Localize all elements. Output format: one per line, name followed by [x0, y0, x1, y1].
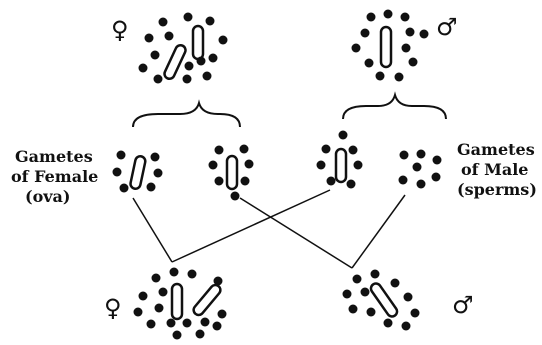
female-gametes-label-line1: Gametes	[15, 147, 93, 166]
line-ovum1-to-offspring1	[132, 197, 173, 263]
male-gametes-label-line2: of Male	[461, 160, 529, 179]
female-gametes-label-line2: of Female	[11, 167, 99, 186]
chromosome-long	[191, 24, 205, 61]
offspring-male-cell	[342, 269, 420, 331]
chromosome-long-tilted	[163, 43, 187, 81]
sperm-1	[316, 130, 363, 189]
female-gametes-label-line3: (ova)	[25, 187, 71, 206]
chromosome-long	[129, 154, 147, 190]
male-gametes-label-line1: Gametes	[457, 140, 535, 159]
female-gametes-label: Gametes of Female (ova)	[11, 147, 98, 207]
parent-female-cell	[138, 12, 228, 84]
right-brace	[342, 91, 447, 120]
male-gametes-label: Gametes of Male (sperms)	[457, 140, 537, 200]
line-sperm1-to-offspring1	[171, 189, 331, 263]
ovum-1	[112, 150, 163, 193]
chromosome-long-tilted	[192, 283, 222, 317]
chromosome-long	[379, 25, 393, 69]
female-symbol-icon: ♀	[104, 294, 122, 322]
offspring-female-cell	[133, 267, 227, 340]
line-ovum2-to-offspring2	[239, 197, 353, 269]
left-brace	[132, 99, 241, 128]
male-symbol-icon: ♂	[436, 13, 458, 41]
parent-male-cell	[351, 9, 429, 82]
male-symbol-icon: ♂	[452, 291, 474, 319]
line-sperm2-to-offspring2	[351, 194, 406, 269]
sperm-2	[398, 149, 442, 189]
ovum-2	[208, 144, 254, 201]
chromosome-long	[334, 147, 348, 184]
chromosome-long	[170, 282, 184, 321]
female-symbol-icon: ♀	[111, 16, 129, 44]
chromosome-long-tilted	[369, 282, 399, 318]
male-gametes-label-line3: (sperms)	[457, 180, 537, 199]
chromosome-long	[225, 154, 239, 191]
connector-lines	[132, 189, 406, 269]
